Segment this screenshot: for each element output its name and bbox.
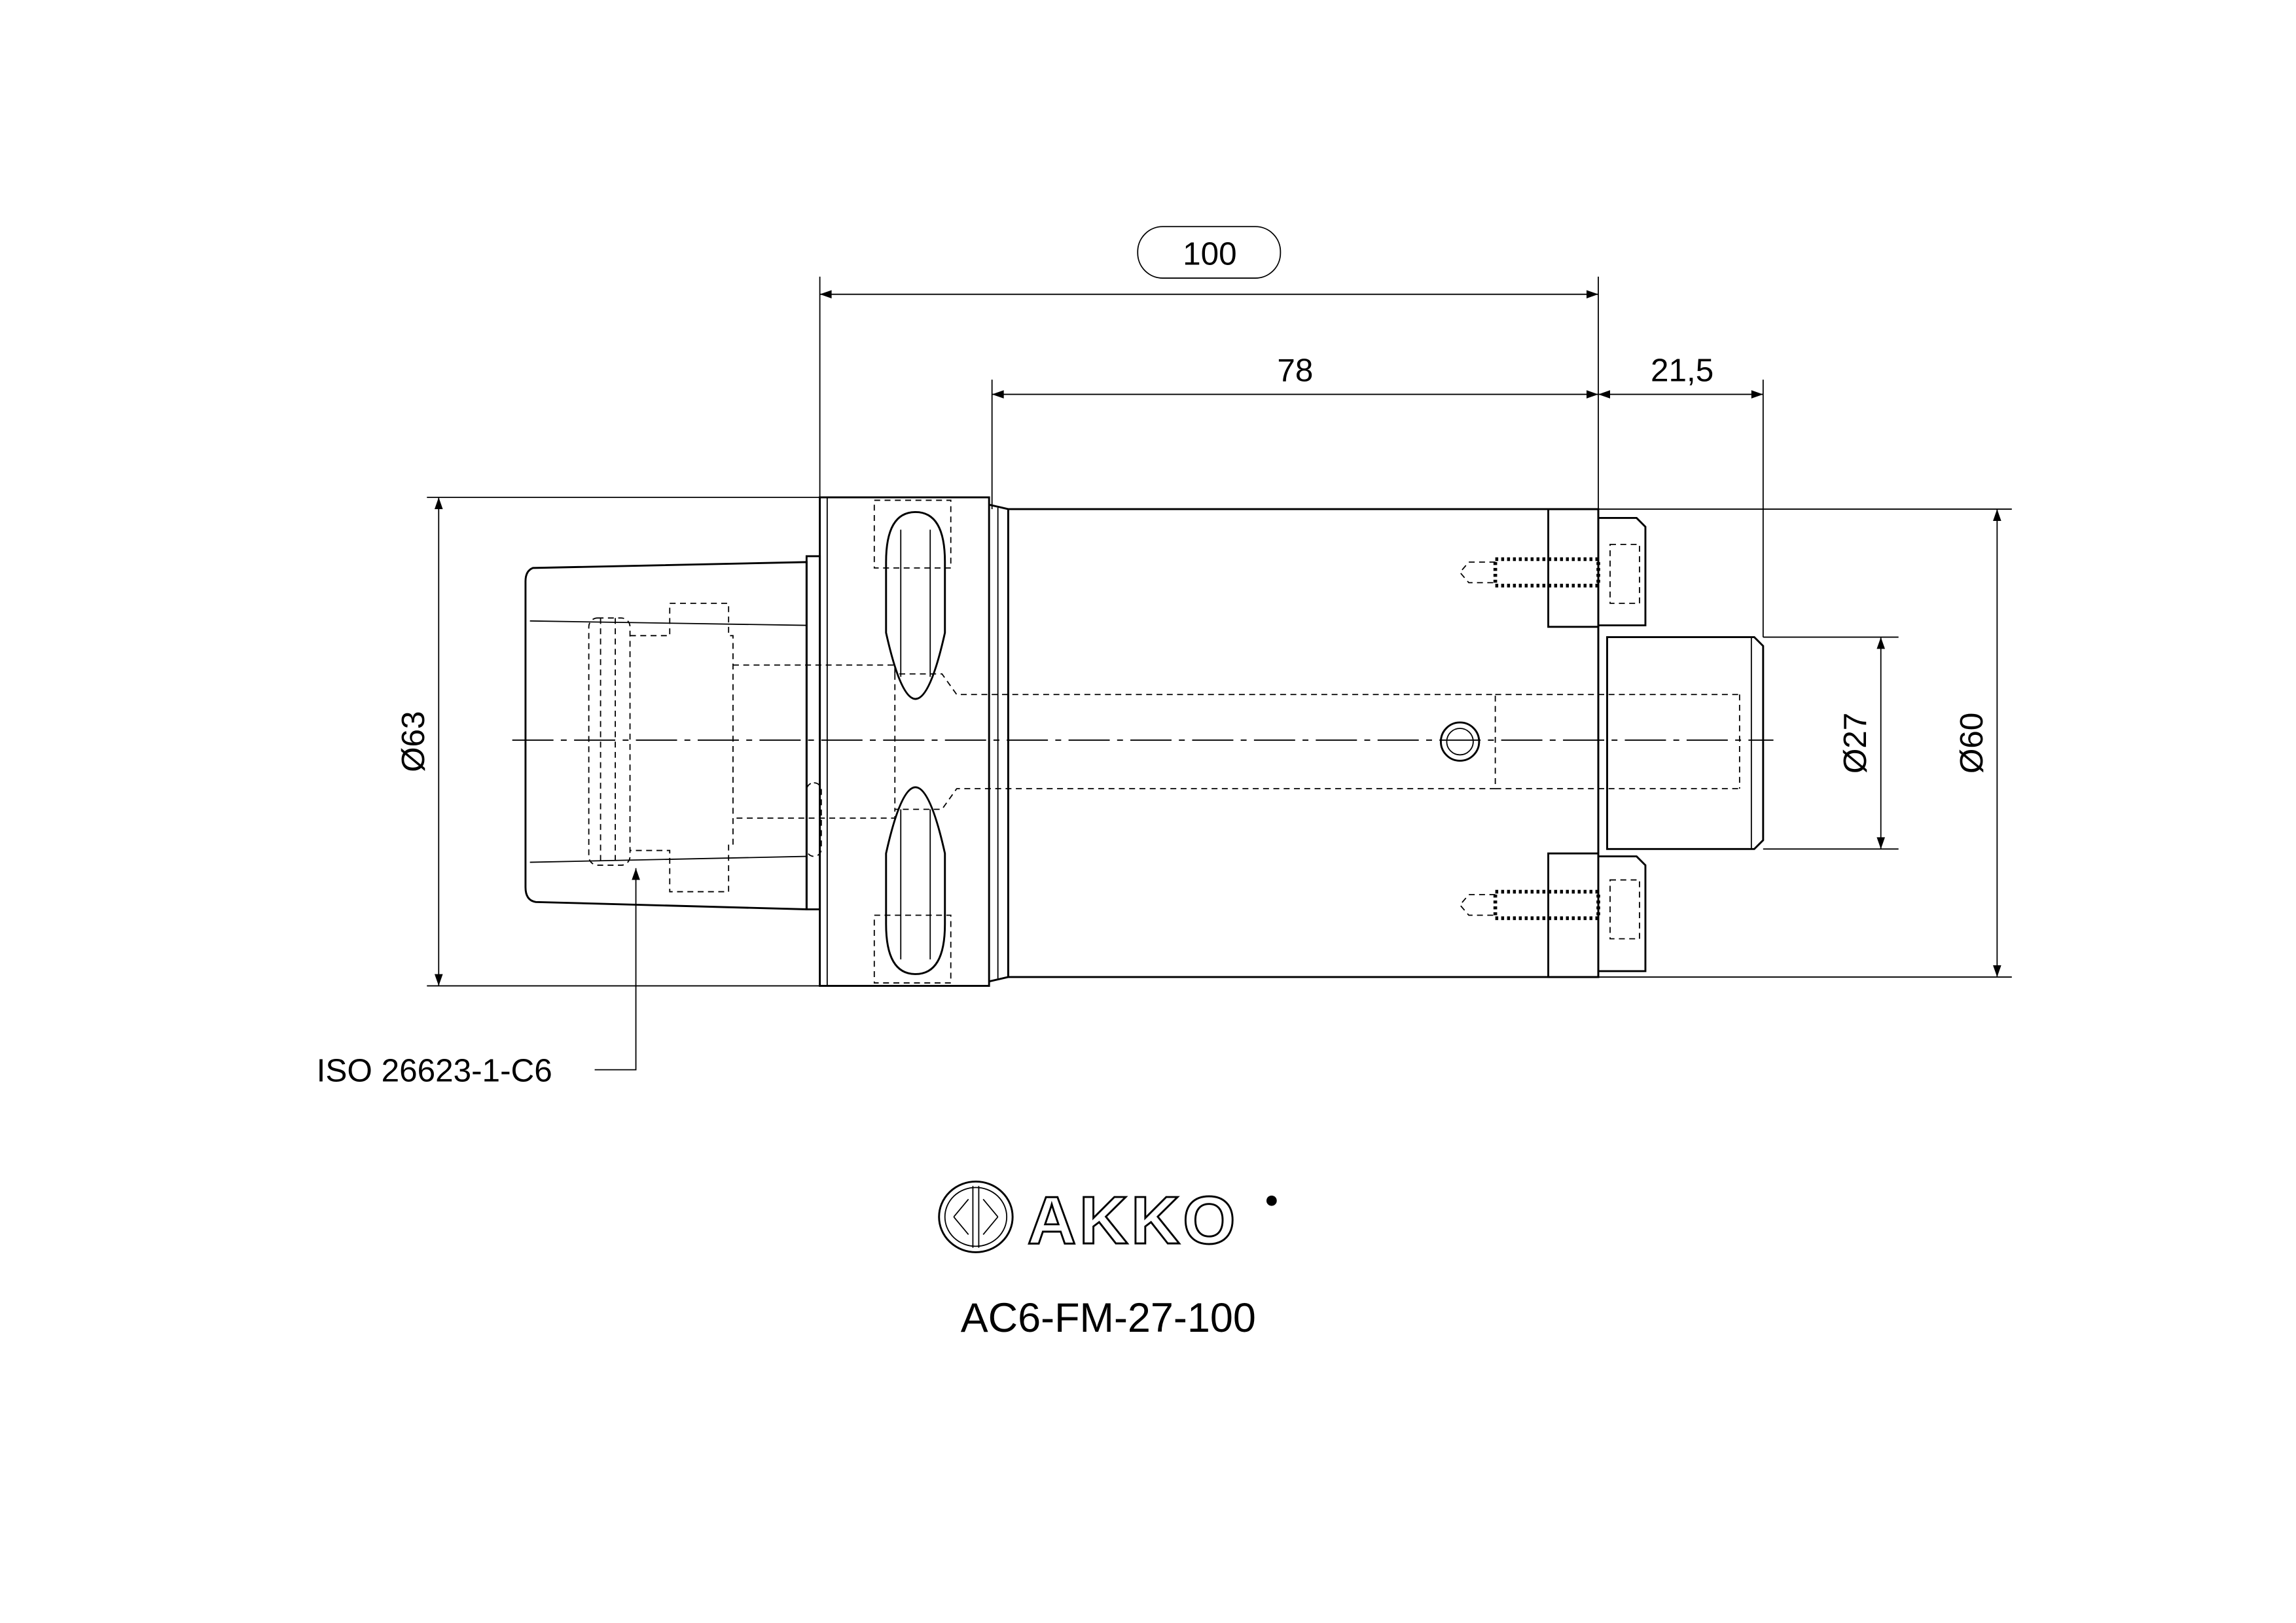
dimension-overall-length: 100 [819,226,1599,298]
dim-63-label: Ø63 [395,711,431,772]
dim-60-label: Ø60 [1954,713,1990,774]
dim-78-label: 78 [1277,352,1313,388]
dim-27-label: Ø27 [1837,713,1873,774]
part-number: AC6-FM-27-100 [961,1295,1256,1341]
iso-standard-label: ISO 26623-1-C6 [317,1053,552,1089]
akko-logo: AKKO [938,1181,1277,1258]
dimension-pilot-diameter: Ø27 [1837,637,1886,849]
dim-21-5-label: 21,5 [1651,352,1713,388]
dimension-flange-diameter: Ø63 [395,497,443,986]
logo-wordmark: AKKO [1028,1182,1238,1258]
tool-holder-outline [524,496,1765,987]
interface-callout: ISO 26623-1-C6 [317,868,640,1089]
hidden-lines [588,499,1740,984]
extension-lines [427,276,2012,987]
dimension-body-diameter: Ø60 [1954,508,2001,977]
clamp-screws [1459,544,1640,940]
dimension-body-length: 78 [992,352,1599,399]
dim-100-label: 100 [1183,236,1237,272]
dimension-pilot-length: 21,5 [1598,352,1763,399]
